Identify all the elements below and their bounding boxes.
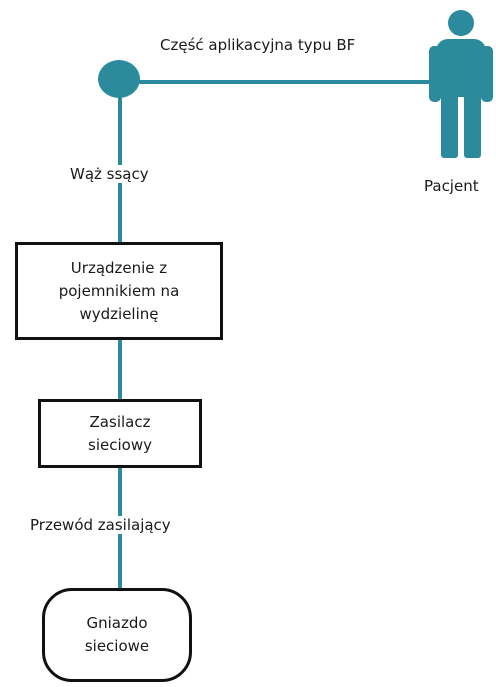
power-supply-box: Zasilacz sieciowy [38,399,202,468]
power-cord-label: Przewód zasilający [30,516,171,534]
device-box-label: Urządzenie z pojemnikiem na wydzielinę [58,258,180,323]
applied-part-node-icon [98,60,140,98]
patient-label: Pacjent [424,177,479,195]
patient-person-icon [429,10,493,158]
power-supply-box-label: Zasilacz sieciowy [88,412,152,454]
suction-hose-label: Wąż ssący [70,165,149,183]
applied-part-label: Część aplikacyjna typu BF [160,36,356,54]
device-box: Urządzenie z pojemnikiem na wydzielinę [15,242,223,340]
socket-box-label: Gniazdo sieciowe [84,614,150,655]
socket-box: Gniazdo sieciowe [42,588,192,682]
